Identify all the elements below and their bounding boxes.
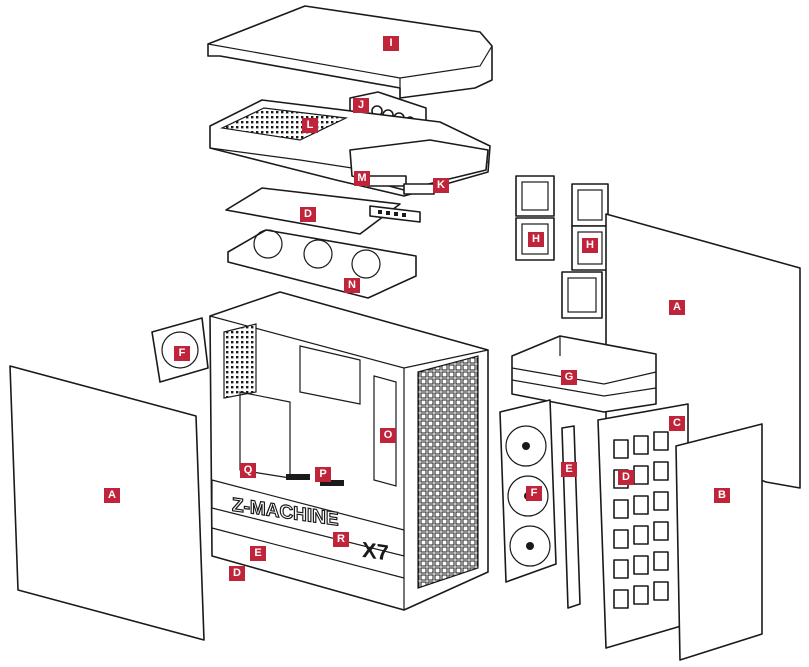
callout-A-left: A <box>104 488 120 503</box>
callout-I: I <box>383 36 399 51</box>
callout-J: J <box>353 98 369 113</box>
callout-O: O <box>380 428 396 443</box>
main-chassis <box>209 291 489 611</box>
callout-M: M <box>354 171 370 186</box>
callout-H-right: H <box>582 238 598 253</box>
callout-G: G <box>561 370 577 385</box>
callout-P: P <box>315 467 331 482</box>
drive-cage <box>511 335 657 413</box>
callout-N: N <box>344 278 360 293</box>
usb-strip <box>369 205 421 223</box>
callout-E-bottom: E <box>250 546 266 561</box>
callout-B: B <box>714 488 730 503</box>
drive-brackets <box>515 175 609 319</box>
callout-D-bottom: D <box>229 566 245 581</box>
brand-model: X7 <box>362 537 389 566</box>
callout-L: L <box>302 118 318 133</box>
callout-F-top: F <box>174 346 190 361</box>
rear-panel <box>675 423 763 661</box>
mounting-plate <box>597 403 689 649</box>
callout-D-right: D <box>618 470 634 485</box>
callout-R: R <box>333 532 349 547</box>
vertical-rail <box>561 425 581 609</box>
callout-K: K <box>433 178 449 193</box>
top-cover <box>207 5 493 99</box>
callout-D-top: D <box>300 207 316 222</box>
radiator-bracket <box>227 229 417 299</box>
side-panel-left <box>9 365 205 641</box>
callout-F-right: F <box>526 486 542 501</box>
callout-E-right: E <box>561 462 577 477</box>
top-frame <box>209 99 491 197</box>
callout-C: C <box>669 416 685 431</box>
callout-A-right: A <box>669 300 685 315</box>
callout-H-left: H <box>528 232 544 247</box>
callout-Q: Q <box>240 463 256 478</box>
